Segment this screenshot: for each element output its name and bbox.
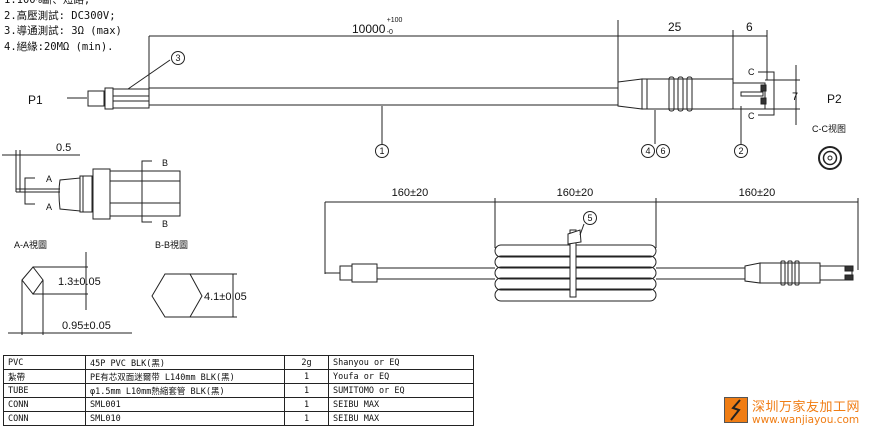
balloon-3 [171,51,185,65]
cc-view-icon [818,146,842,170]
section-a-top: A [46,174,52,184]
balloon-5 [583,211,597,225]
bb-section-view: B-B視圖 4.1±0.05 [151,239,247,318]
bom-vendor: SUMITOMO or EQ [328,383,474,398]
note-1: 1.100%斷、短路; [4,0,91,6]
svg-text:3: 3 [175,53,180,63]
section-c-bottom: C [748,111,755,121]
table-row: CONN SML010 1 SEIBU MAX [3,411,474,426]
dim-total-upper: +100 [387,17,403,24]
logo-url[interactable]: www.wanjiayou.com [752,414,860,426]
dim-coil-seg2: 160±20 [557,187,594,199]
test-notes: 1.100%斷、短路; 2.高壓測試: DC300V; 3.導通測試: 3Ω (… [4,0,122,55]
table-row: 紮帶 PE有芯双面迷爾带 L140mm BLK(黑) 1 Youfa or EQ [3,369,474,384]
section-b-bottom: B [162,219,168,229]
hex-profile [151,273,203,318]
logo-icon [724,397,748,423]
logo-name: 深圳万家友加工网 [752,400,861,415]
p2-plug [732,82,766,110]
bb-view-label: B-B視圖 [155,239,188,250]
coiled-cable-view: 160±20 160±20 160±20 5 [324,187,859,302]
section-c-top: C [748,67,755,77]
bom-part: PVC [3,355,86,370]
table-row: CONN SML001 1 SEIBU MAX [3,397,474,412]
p1-ferrule [87,90,105,107]
bom-spec: SML010 [85,411,285,426]
table-row: PVC 45P PVC BLK(黑) 2g Shanyou or EQ [3,355,474,370]
aa-section-view: A-A視圖 1.3±0.05 0.95±0.05 [8,239,132,335]
p1-detail-view: 0.5 A A B B [2,142,181,229]
balloon-4 [641,144,655,158]
aa-view-label: A-A視圖 [14,239,47,250]
bom-vendor: SEIBU MAX [328,397,474,412]
dim-connector-tip: 6 [746,20,753,34]
p1-label: P1 [28,93,43,107]
dim-connector-height: 7 [792,91,798,103]
bom-spec: 45P PVC BLK(黑) [85,355,285,370]
bom-part: 紮帶 [3,369,86,384]
p2-label: P2 [827,92,842,106]
dim-connector-body: 25 [668,20,682,34]
dim-total-lower: -0 [387,29,393,36]
bom-part: CONN [3,397,86,412]
dim-coil-seg3: 160±20 [739,187,776,199]
bom-qty: 1 [284,397,329,412]
svg-text:5: 5 [587,213,592,223]
table-row: TUBE φ1.5mm L10mm熱縮套管 BLK(黑) 1 SUMITOMO … [3,383,474,398]
dim-aa-width: 1.3±0.05 [58,276,101,288]
dim-tip-offset: 0.5 [56,142,71,154]
dim-total: 10000 [352,22,386,36]
balloon-2 [734,144,748,158]
bom-spec: φ1.5mm L10mm熱縮套管 BLK(黑) [85,383,285,398]
dim-bb-hex: 4.1±0.05 [204,291,247,303]
bom-vendor: Youfa or EQ [328,369,474,384]
bom-spec: PE有芯双面迷爾带 L140mm BLK(黑) [85,369,285,384]
note-4: 4.絕緣:20MΩ (min). [4,40,114,53]
dim-aa-offset: 0.95±0.05 [62,320,111,332]
balloon-1 [375,144,389,158]
section-a-bottom: A [46,202,52,212]
svg-text:6: 6 [660,146,665,156]
watermark-logo[interactable]: 深圳万家友加工网 www.wanjiayou.com [724,391,871,431]
bom-spec: SML001 [85,397,285,412]
note-3: 3.導通測試: 3Ω (max) [4,25,122,37]
svg-text:4: 4 [645,146,650,156]
main-cable-view: 10000 +100 -0 25 6 P1 C C 7 [28,17,846,170]
bill-of-materials: PVC 45P PVC BLK(黑) 2g Shanyou or EQ 紮帶 P… [3,355,474,426]
bom-qty: 2g [284,355,329,370]
bom-qty: 1 [284,411,329,426]
bom-vendor: SEIBU MAX [328,411,474,426]
bom-part: TUBE [3,383,86,398]
bom-qty: 1 [284,383,329,398]
section-b-top: B [162,158,168,168]
dim-coil-seg1: 160±20 [392,187,429,199]
bom-part: CONN [3,411,86,426]
p1-sleeve [112,88,150,109]
balloon-6 [656,144,670,158]
bom-qty: 1 [284,369,329,384]
note-2: 2.高壓測試: DC300V; [4,9,116,22]
bom-vendor: Shanyou or EQ [328,355,474,370]
svg-text:1: 1 [379,146,384,156]
p2-strain-relief [617,78,643,110]
cc-view-label: C-C视图 [812,123,846,134]
svg-text:2: 2 [738,146,743,156]
